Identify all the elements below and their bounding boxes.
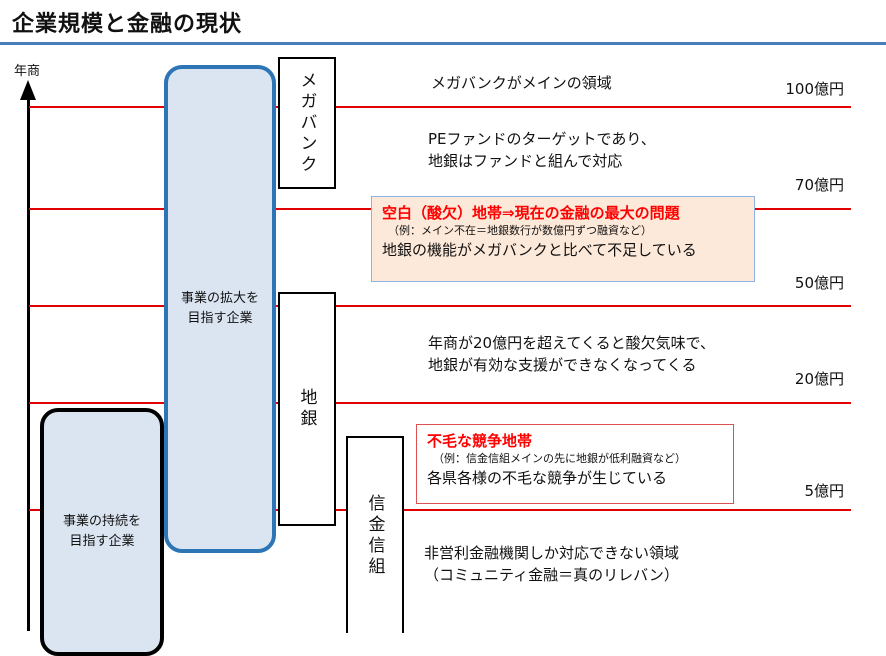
note-mega-domain: メガバンクがメインの領域 xyxy=(431,74,612,92)
tier-label-70: 70億円 xyxy=(794,176,844,194)
sustain-company-box: 事業の持続を 目指す企業 xyxy=(40,408,164,656)
note-acid-line1: 年商が20億円を超えてくると酸欠気味で、 xyxy=(428,334,715,352)
blank-zone-body: 地銀の機能がメガバンクと比べて不足している xyxy=(382,241,697,259)
barren-zone-example: （例：信金信組メインの先に地銀が低利融資など） xyxy=(433,452,686,465)
note-acid-line2: 地銀が有効な支援ができなくなってくる xyxy=(428,356,697,374)
note-pe-line2: 地銀はファンドと組んで対応 xyxy=(428,152,623,170)
threshold-line-100 xyxy=(29,106,851,108)
regional-bank-box: 地銀 xyxy=(278,292,336,526)
threshold-line-50 xyxy=(29,305,851,307)
note-pe-fund: PEファンドのターゲットであり、 地銀はファンドと組んで対応 xyxy=(428,128,656,172)
note-pe-line1: PEファンドのターゲットであり、 xyxy=(428,130,656,148)
blank-zone-callout: 空白（酸欠）地帯⇒現在の金融の最大の問題 （例：メイン不在＝地銀数行が数億円ずつ… xyxy=(371,196,755,282)
note-nonprofit-line2: （コミュニティ金融＝真のリレバン） xyxy=(424,566,679,584)
megabank-box: メガバンク xyxy=(278,57,336,189)
tier-label-100: 100億円 xyxy=(785,80,844,98)
megabank-label: メガバンク xyxy=(296,70,317,176)
tier-label-50: 50億円 xyxy=(794,274,844,292)
regional-bank-label: 地銀 xyxy=(296,388,317,430)
threshold-line-20 xyxy=(29,402,851,404)
note-nonprofit: 非営利金融機関しか対応できない領域 （コミュニティ金融＝真のリレバン） xyxy=(424,542,679,586)
threshold-line-5 xyxy=(29,509,851,511)
expand-company-box: 事業の拡大を 目指す企業 xyxy=(164,65,276,553)
axis-line xyxy=(27,98,30,631)
expand-line2: 目指す企業 xyxy=(187,311,253,326)
title-rule xyxy=(0,42,886,45)
sustain-line2: 目指す企業 xyxy=(69,534,135,549)
shinkin-box: 信金信組 xyxy=(346,436,404,633)
barren-zone-callout: 不毛な競争地帯 （例：信金信組メインの先に地銀が低利融資など） 各県各様の不毛な… xyxy=(416,424,734,504)
axis-label: 年商 xyxy=(14,64,41,79)
barren-zone-body: 各県各様の不毛な競争が生じている xyxy=(427,469,668,487)
expand-line1: 事業の拡大を xyxy=(180,291,259,306)
axis-arrow-icon xyxy=(20,80,36,100)
blank-zone-example: （例：メイン不在＝地銀数行が数億円ずつ融資など） xyxy=(388,224,652,237)
note-nonprofit-line1: 非営利金融機関しか対応できない領域 xyxy=(424,544,680,562)
page-title: 企業規模と金融の現状 xyxy=(12,12,243,37)
blank-zone-heading: 空白（酸欠）地帯⇒現在の金融の最大の問題 xyxy=(382,204,680,222)
barren-zone-heading: 不毛な競争地帯 xyxy=(427,432,533,450)
shinkin-label: 信金信組 xyxy=(364,493,385,578)
sustain-line1: 事業の持続を xyxy=(62,514,141,529)
tier-label-5: 5億円 xyxy=(804,482,844,500)
tier-label-20: 20億円 xyxy=(794,370,844,388)
note-acid: 年商が20億円を超えてくると酸欠気味で、 地銀が有効な支援ができなくなってくる xyxy=(428,332,715,376)
